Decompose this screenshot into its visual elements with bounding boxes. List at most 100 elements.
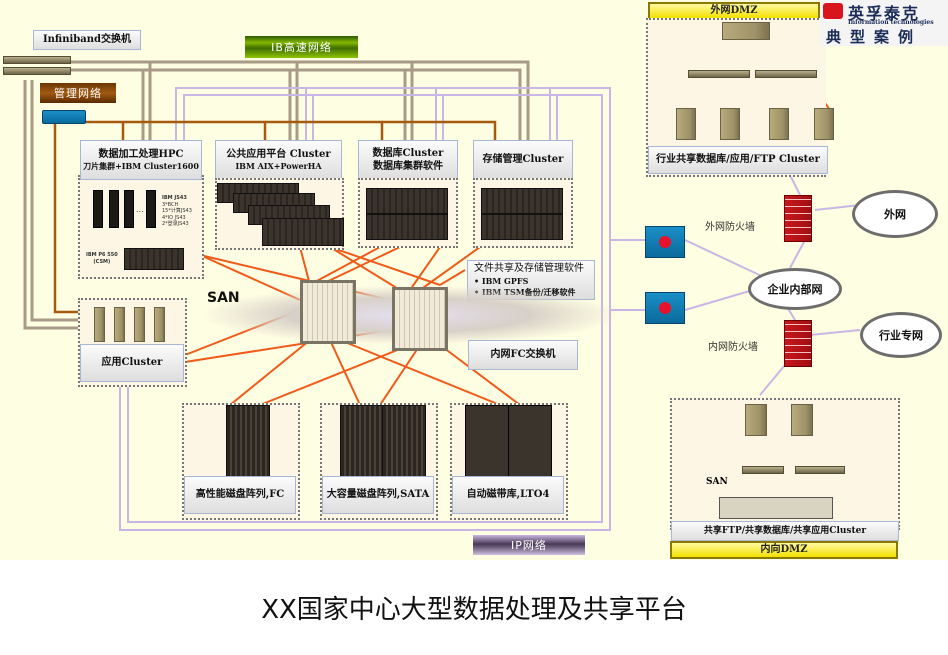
ib-link (70, 68, 407, 140)
rack-server-icon (262, 218, 344, 246)
database-subtitle: 数据库集群软件 (373, 161, 443, 172)
dmz-server-icon (769, 108, 789, 140)
ib-link (70, 68, 292, 140)
storage-mgmt-cluster-header: 存储管理Cluster (473, 140, 573, 180)
internal-dmz-server-icon (745, 404, 767, 436)
internal-dmz-storage-icon (719, 497, 833, 519)
p6-server-icon (124, 248, 184, 270)
fc-switch-label: 内网FC交换机 (468, 340, 578, 370)
blade-spec-title: IBM JS43 (162, 195, 187, 201)
outer-firewall-icon (784, 195, 812, 242)
hpc-cluster-header: 数据加工处理HPC 刀片集群+IBM Cluster1600 (80, 140, 202, 180)
disk-array-icon (226, 405, 270, 477)
ip-link (610, 239, 645, 311)
software-item: • IBM GPFS (474, 275, 529, 286)
internal-dmz-cluster-label: 共享FTP/共享数据库/共享应用Cluster (671, 521, 899, 541)
logo-tagline: 典型案例 (826, 28, 923, 46)
ib-link (70, 68, 145, 140)
app-server-icon (134, 307, 145, 342)
dmz-server-icon (722, 22, 770, 40)
blade-spec-item: 3*BCH (162, 201, 179, 208)
ib-link (70, 60, 530, 140)
internal-dmz-switch-icon (795, 466, 845, 474)
database-server-icon (366, 188, 448, 214)
blade-server-icon (146, 190, 156, 228)
management-network-label: 管理网络 (40, 83, 116, 103)
app-server-icon (114, 307, 125, 342)
outer-firewall-label: 外网防火墙 (705, 222, 755, 233)
core-switch-hub (659, 236, 671, 248)
internal-dmz-title: 内向DMZ (670, 541, 898, 559)
ib-links (23, 60, 530, 330)
internet-cloud: 外网 (852, 190, 938, 238)
ip-network-label: IP网络 (473, 535, 585, 555)
blade-spec-item: 2*登录JS43 (162, 221, 189, 227)
inner-firewall-icon (784, 320, 812, 367)
infiniband-switch-icon (3, 67, 71, 75)
ib-link (70, 68, 522, 140)
blade-server-icon (93, 190, 103, 228)
fc-link (199, 246, 441, 301)
dmz-switch-icon (688, 70, 750, 78)
mgmt-node-label: IBM P6 550 (CSM) (86, 252, 118, 265)
logo-subtitle: Information technologies (848, 19, 934, 26)
blade-server-icon (124, 190, 134, 228)
blade-spec-list: IBM JS43 3*BCH 15*计算JS43 4*IO JS43 2*登录J… (162, 195, 192, 228)
diagram-canvas: Infiniband交换机 IB高速网络 管理网络 数据加工处理HPC 刀片集群… (0, 0, 948, 560)
internal-dmz-server-icon (791, 404, 813, 436)
ib-link (23, 80, 80, 330)
blade-ellipsis: ... (136, 205, 144, 214)
diagram-caption: XX国家中心大型数据处理及共享平台 (261, 595, 687, 625)
dmz-server-icon (676, 108, 696, 140)
core-switch-icon (645, 292, 685, 324)
external-dmz-cluster-label: 行业共享数据库/应用/FTP Cluster (648, 146, 828, 174)
mgmt-link (265, 120, 384, 140)
ib-network-label: IB高速网络 (245, 36, 358, 58)
database-cluster-header: 数据库Cluster 数据库集群软件 (358, 140, 458, 180)
storage-mgmt-server-icon (481, 214, 563, 240)
logo-company-name: 英孚泰克 (848, 4, 921, 23)
fc-link (229, 339, 501, 406)
internal-dmz-san-label: SAN (706, 477, 728, 487)
ib-link (70, 60, 414, 140)
blade-server-icon (109, 190, 119, 228)
fc-link (259, 344, 521, 406)
storage-mgmt-server-icon (481, 188, 563, 214)
mgmt-link (53, 122, 80, 314)
blade-spec-item: 15*计算JS43 (162, 208, 192, 214)
app-cluster-label: 应用Cluster (80, 344, 184, 382)
dmz-switch-icon (755, 70, 817, 78)
tape-library-icon (465, 405, 509, 477)
app-server-icon (154, 307, 165, 342)
logo-swirl-icon (823, 3, 843, 19)
hpc-subtitle: 刀片集群+IBM Cluster1600 (83, 161, 199, 172)
disk-array-icon (382, 405, 426, 477)
dmz-server-icon (814, 108, 834, 140)
hpc-title: 数据加工处理HPC (98, 148, 184, 160)
core-switch-hub (659, 302, 671, 314)
fc-director-icon (300, 280, 356, 344)
management-switch-icon (42, 110, 86, 124)
fc-director-icon (392, 287, 448, 351)
public-app-title: 公共应用平台 Cluster (226, 148, 331, 160)
public-app-subtitle: IBM AIX+PowerHA (235, 161, 322, 172)
storage-label-sata: 大容量磁盘阵列,SATA (322, 476, 434, 514)
san-label: SAN (207, 290, 240, 306)
software-title: 文件共享及存储管理软件 (474, 263, 584, 275)
software-item-text: IBM GPFS (481, 275, 529, 286)
company-logo: 英孚泰克 Information technologies 典型案例 (820, 0, 948, 46)
fc-link (439, 269, 466, 286)
app-server-icon (94, 307, 105, 342)
fc-link (299, 246, 481, 291)
storage-mgmt-title: 存储管理Cluster (482, 154, 564, 166)
dmz-server-icon (720, 108, 740, 140)
public-app-cluster-header: 公共应用平台 Cluster IBM AIX+PowerHA (215, 140, 342, 180)
mgmt-node-model: IBM P6 550 (86, 252, 118, 258)
infiniband-switch-label: Infiniband交换机 (33, 30, 141, 50)
core-switch-icon (645, 226, 685, 258)
blade-spec-item: 4*IO JS43 (162, 214, 186, 221)
industry-network-cloud: 行业专网 (860, 312, 942, 358)
internal-dmz-switch-icon (742, 466, 784, 474)
ib-link (30, 80, 80, 322)
database-server-icon (366, 214, 448, 240)
